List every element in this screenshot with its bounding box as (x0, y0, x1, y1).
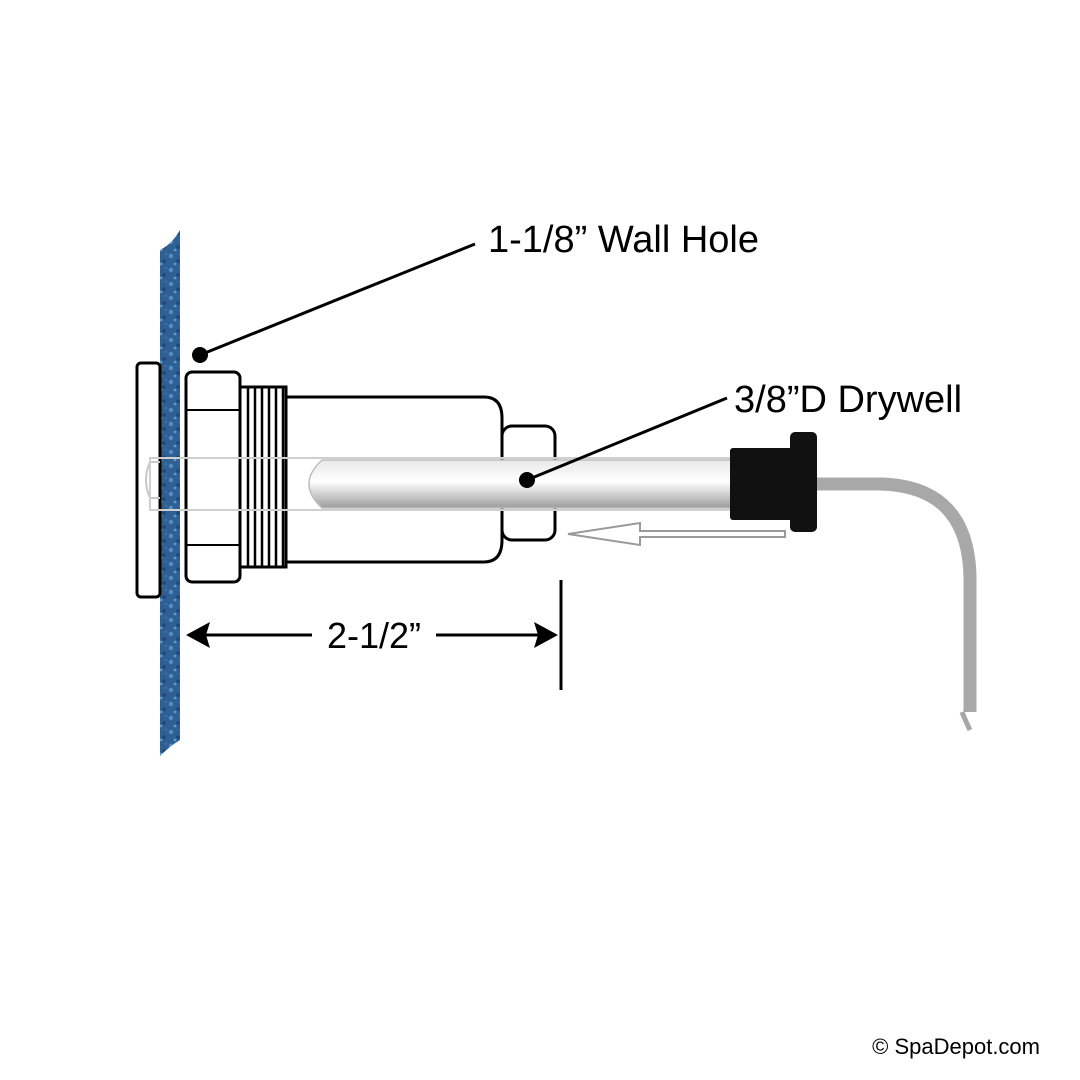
fitting-flange (135, 361, 162, 599)
dimension-arrow-left (186, 622, 210, 648)
drywell-leader (526, 396, 728, 482)
dimension-label: 2-1/2” (327, 615, 421, 656)
probe-cap-body (730, 448, 794, 520)
fitting-threads (238, 385, 288, 569)
cable-cut-end (959, 711, 973, 732)
probe-cap-flange (790, 432, 817, 532)
wall-hole-dot (192, 347, 208, 363)
wall-hole-leader (199, 242, 476, 357)
wall-hole-label: 1-1/8” Wall Hole (488, 219, 759, 261)
drywell-label: 3/8”D Drywell (734, 379, 962, 421)
insert-direction-arrow (567, 521, 786, 547)
drywell-dot (519, 472, 535, 488)
copyright-text: © SpaDepot.com (872, 1034, 1040, 1059)
dimension-arrow-right (534, 622, 558, 648)
sensor-cable (817, 477, 977, 712)
fitting-nut (184, 370, 242, 584)
spa-wall (160, 230, 180, 756)
